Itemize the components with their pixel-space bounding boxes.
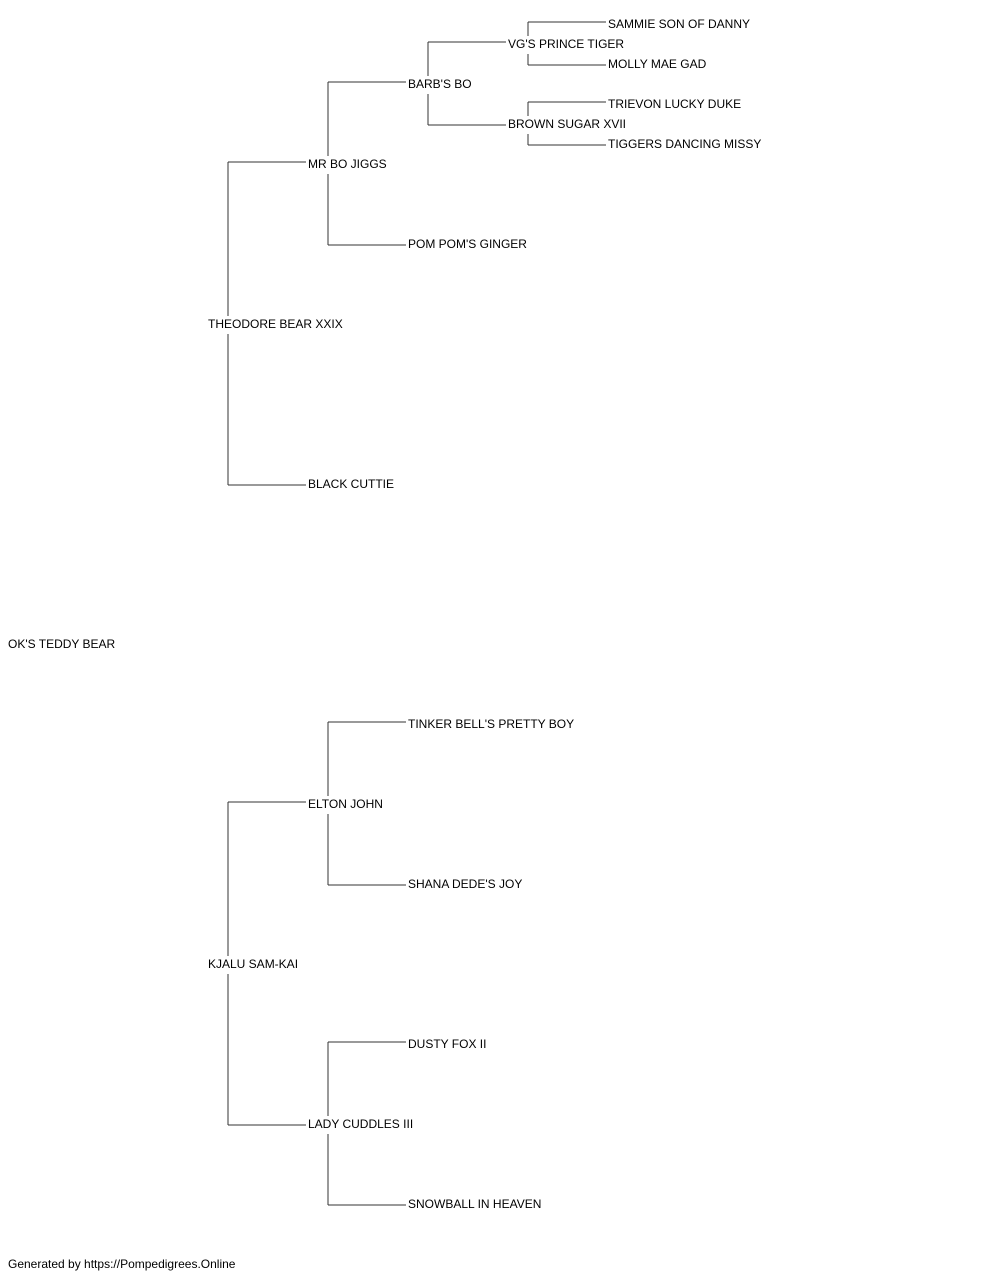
dam-sire-dam-name: SHANA DEDE'S JOY [408, 877, 522, 891]
sire-sire-sire-name: BARB'S BO [408, 77, 472, 91]
sire-sire-name: MR BO JIGGS [308, 157, 387, 171]
gen5-sire-1-name: SAMMIE SON OF DANNY [608, 17, 750, 31]
dam-sire-name: ELTON JOHN [308, 797, 383, 811]
dam-dam-sire-name: DUSTY FOX II [408, 1037, 486, 1051]
gen5-dam-2-name: TIGGERS DANCING MISSY [608, 137, 761, 151]
subject-name: OK'S TEDDY BEAR [8, 637, 116, 651]
sire-name: THEODORE BEAR XXIX [208, 317, 343, 331]
dam-dam-name: LADY CUDDLES III [308, 1117, 413, 1131]
gen5-sire-2-name: TRIEVON LUCKY DUKE [608, 97, 741, 111]
dam-sire-sire-name: TINKER BELL'S PRETTY BOY [408, 717, 574, 731]
dam-name: KJALU SAM-KAI [208, 957, 298, 971]
generated-by-footer: Generated by https://Pompedigrees.Online [8, 1257, 236, 1271]
gen4-sire-name: VG'S PRINCE TIGER [508, 37, 624, 51]
sire-sire-dam-name: POM POM'S GINGER [408, 237, 527, 251]
dam-dam-dam-name: SNOWBALL IN HEAVEN [408, 1197, 541, 1211]
gen4-dam-name: BROWN SUGAR XVII [508, 117, 626, 131]
sire-dam-name: BLACK CUTTIE [308, 477, 394, 491]
gen5-dam-1-name: MOLLY MAE GAD [608, 57, 707, 71]
